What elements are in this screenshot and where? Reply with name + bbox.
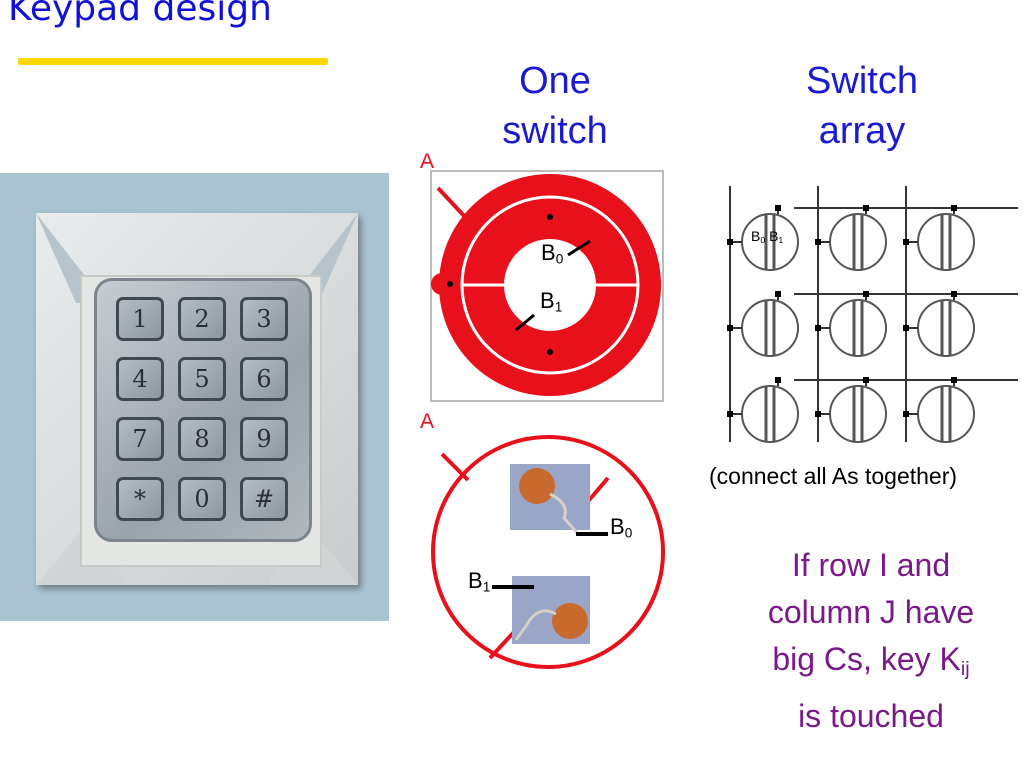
keypad-key[interactable]: 8 — [178, 417, 226, 461]
array-node — [863, 377, 869, 383]
one-switch-heading: One switch — [470, 56, 640, 156]
switch-array-diagram: B0 B1 — [718, 184, 1018, 446]
switch-array-heading: Switch array — [776, 56, 948, 156]
array-node — [775, 377, 781, 383]
keypad-key[interactable]: # — [240, 477, 288, 521]
conclusion-line2: column J have — [726, 589, 1016, 636]
label-a-bottom: A — [420, 410, 434, 434]
array-node — [951, 205, 957, 211]
array-node — [727, 411, 733, 417]
keypad-key[interactable]: 7 — [116, 417, 164, 461]
keypad-key[interactable]: 1 — [116, 297, 164, 341]
array-node — [775, 291, 781, 297]
keypad-key[interactable]: 0 — [178, 477, 226, 521]
array-node — [815, 239, 821, 245]
array-node — [775, 205, 781, 211]
array-node — [903, 411, 909, 417]
keypad-key[interactable]: 3 — [240, 297, 288, 341]
capacitor-diagram-svg — [430, 434, 666, 670]
title-underline — [18, 58, 328, 65]
array-node — [815, 325, 821, 331]
array-node — [903, 239, 909, 245]
array-node — [951, 291, 957, 297]
array-switch — [742, 386, 798, 442]
conclusion-line1: If row I and — [726, 542, 1016, 589]
keypad-key[interactable]: 4 — [116, 357, 164, 401]
slide-title: Keypad design — [8, 0, 272, 29]
array-node — [727, 325, 733, 331]
conclusion-line4: is touched — [726, 693, 1016, 740]
keypad-key[interactable]: * — [116, 477, 164, 521]
ring-diagram-svg — [430, 170, 664, 402]
array-node — [951, 377, 957, 383]
label-b1-ring: B1 — [540, 288, 562, 314]
keypad-key[interactable]: 5 — [178, 357, 226, 401]
label-b0-ring: B0 — [541, 240, 563, 266]
array-node — [863, 205, 869, 211]
switch-array-svg — [718, 184, 1018, 446]
capacitor-switch-diagram: B0 B1 — [430, 434, 666, 670]
label-b0-b1-array: B0 B1 — [751, 228, 783, 245]
array-switch — [830, 214, 886, 270]
conclusion-line3: big Cs, key Kij — [726, 636, 1016, 693]
array-switch — [918, 300, 974, 356]
array-switch — [830, 386, 886, 442]
array-switch — [918, 386, 974, 442]
array-switch — [742, 300, 798, 356]
one-switch-line1: One — [470, 56, 640, 106]
switch-array-line1: Switch — [776, 56, 948, 106]
label-b0-cap: B0 — [610, 514, 632, 540]
array-switch — [918, 214, 974, 270]
array-switch — [830, 300, 886, 356]
array-node — [903, 325, 909, 331]
switch-array-line2: array — [776, 106, 948, 156]
array-node — [863, 291, 869, 297]
array-node — [815, 411, 821, 417]
connect-note: (connect all As together) — [709, 463, 957, 490]
conclusion-text: If row I and column J have big Cs, key K… — [726, 542, 1016, 740]
array-node — [727, 239, 733, 245]
one-switch-line2: switch — [470, 106, 640, 156]
keypad-key[interactable]: 2 — [178, 297, 226, 341]
single-switch-ring-diagram: B0 B1 — [430, 170, 664, 402]
keypad-key[interactable]: 9 — [240, 417, 288, 461]
keypad-key[interactable]: 6 — [240, 357, 288, 401]
label-b1-cap: B1 — [468, 568, 490, 594]
